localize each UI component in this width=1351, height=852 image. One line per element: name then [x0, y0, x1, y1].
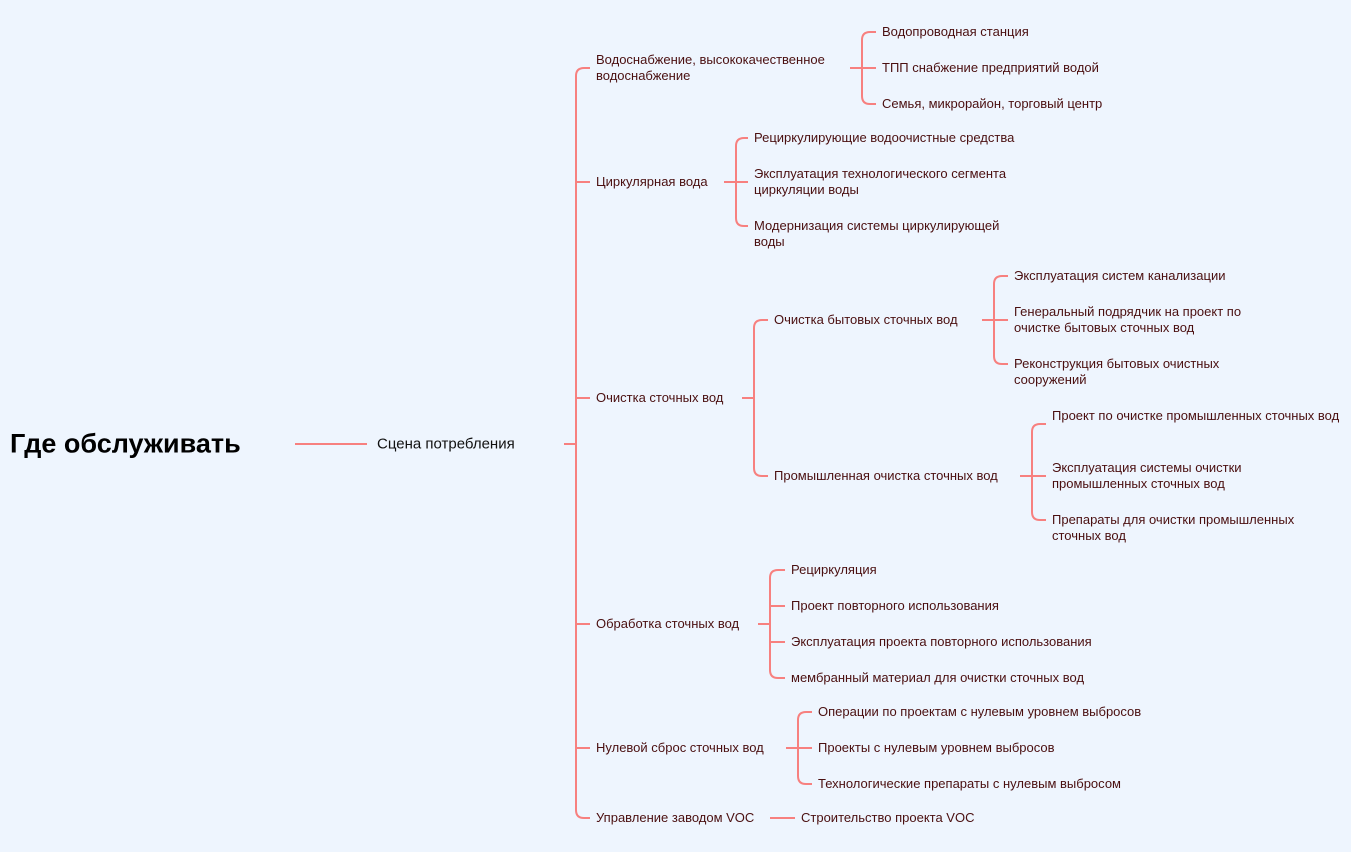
subtopic[interactable]: Водопроводная станция	[882, 24, 1029, 39]
subtopic[interactable]: Реконструкция бытовых очистных сооружени…	[1014, 356, 1220, 387]
connector-line	[993, 275, 1008, 285]
subtopic[interactable]: Препараты для очистки промышленных сточн…	[1052, 512, 1295, 543]
connector-line	[993, 355, 1008, 365]
subtopic-domestic[interactable]: Очистка бытовых сточных вод	[774, 312, 958, 327]
subtopic[interactable]: Эксплуатация системы очистки промышленны…	[1052, 460, 1242, 491]
subtopic[interactable]: Эксплуатация проекта повторного использо…	[791, 634, 1092, 649]
subtopic[interactable]: Эксплуатация технологического сегмента ц…	[754, 166, 1007, 197]
connector-line	[797, 711, 812, 721]
subtopic-industrial[interactable]: Промышленная очистка сточных вод	[774, 468, 998, 483]
subtopic[interactable]: Технологические препараты с нулевым выбр…	[818, 776, 1121, 791]
connector-line	[575, 809, 590, 819]
subtopic[interactable]: Модернизация системы циркулирующей воды	[754, 218, 1000, 249]
central-topic[interactable]: Сцена потребления	[377, 435, 515, 453]
subtopic[interactable]: Генеральный подрядчик на проект по очист…	[1014, 304, 1242, 335]
subtopic[interactable]: ТПП снабжение предприятий водой	[882, 60, 1099, 75]
connector-line	[735, 137, 748, 147]
topic-wastewater-processing[interactable]: Обработка сточных вод	[596, 616, 740, 631]
subtopic[interactable]: мембранный материал для очистки сточных …	[791, 670, 1085, 685]
connector-line	[1031, 511, 1046, 521]
connector-line	[861, 31, 876, 41]
subtopic[interactable]: Проект по очистке промышленных сточных в…	[1052, 408, 1340, 423]
topic-water-supply[interactable]: Водоснабжение, высококачественное водосн…	[596, 52, 825, 83]
connector-line	[861, 95, 876, 105]
connector-line	[575, 67, 590, 77]
connector-line	[797, 775, 812, 785]
connector-line	[769, 669, 785, 679]
subtopic[interactable]: Проект повторного использования	[791, 598, 999, 613]
connector-line	[753, 467, 768, 477]
subtopic[interactable]: Рециркулирующие водоочистные средства	[754, 130, 1015, 145]
subtopic[interactable]: Рециркуляция	[791, 562, 877, 577]
root-topic[interactable]: Где обслуживать	[10, 428, 241, 459]
connector-line	[735, 217, 748, 227]
connector-line	[769, 569, 785, 579]
connector-line	[753, 319, 768, 329]
topic-voc-plant[interactable]: Управление заводом VOC	[596, 810, 755, 825]
subtopic[interactable]: Проекты с нулевым уровнем выбросов	[818, 740, 1055, 755]
topic-wastewater-treatment[interactable]: Очистка сточных вод	[596, 390, 724, 405]
topic-zero-discharge[interactable]: Нулевой сброс сточных вод	[596, 740, 764, 755]
subtopic[interactable]: Операции по проектам с нулевым уровнем в…	[818, 704, 1142, 719]
connector-line	[1031, 423, 1046, 433]
subtopic[interactable]: Семья, микрорайон, торговый центр	[882, 96, 1103, 111]
subtopic[interactable]: Эксплуатация систем канализации	[1014, 268, 1226, 283]
subtopic[interactable]: Строительство проекта VOC	[801, 810, 975, 825]
topic-circular-water[interactable]: Циркулярная вода	[596, 174, 708, 189]
